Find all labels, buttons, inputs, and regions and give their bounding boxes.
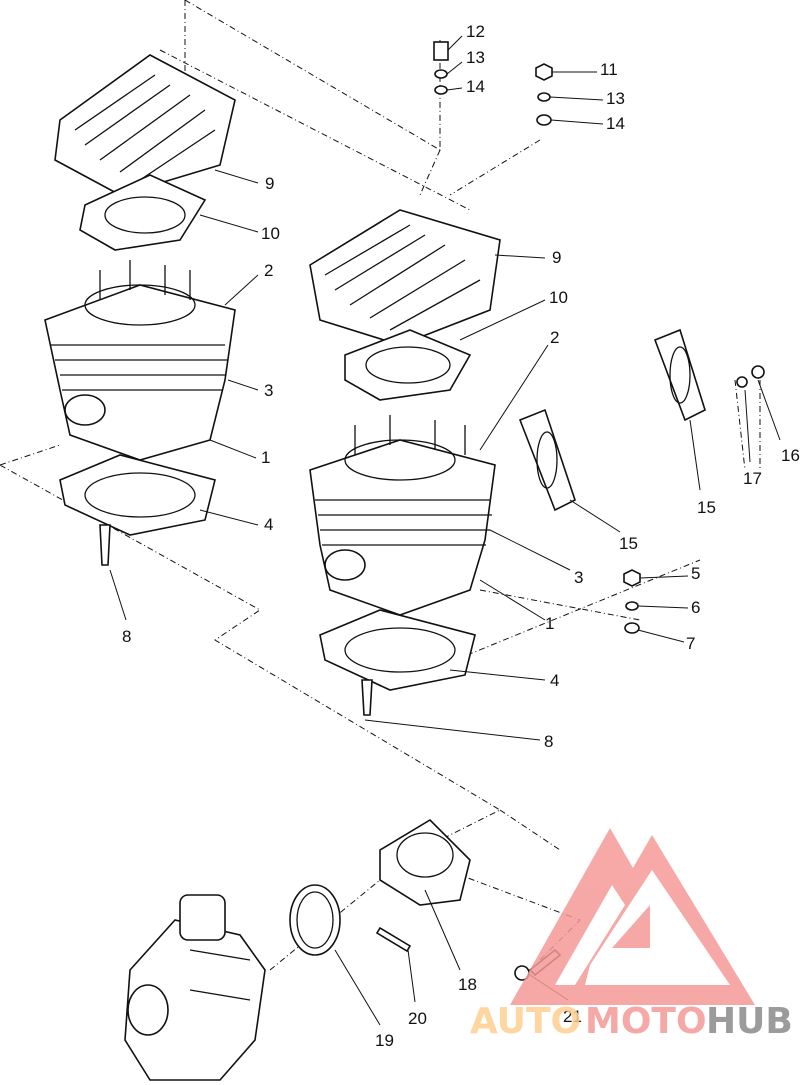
dowel-pin-left (99, 524, 111, 566)
callout-15: 15 (697, 498, 716, 517)
callout-3: 3 (264, 381, 273, 400)
base-gasket-right (319, 609, 476, 691)
callout-3: 3 (574, 568, 583, 587)
head-gasket-left (79, 174, 207, 251)
screw-20 (375, 926, 412, 953)
intake-manifold (379, 818, 471, 906)
cylinder-head-right (309, 209, 501, 346)
callout-2: 2 (550, 328, 559, 347)
callout-15: 15 (619, 534, 638, 553)
callout-10: 10 (261, 224, 280, 243)
callout-7: 7 (686, 634, 695, 653)
automotohub-watermark: AUTO MOTO HUB (470, 828, 793, 1042)
callout-21: 21 (563, 1007, 582, 1026)
base-gasket-left (59, 454, 216, 536)
callout-6: 6 (691, 598, 700, 617)
watermark-moto: MOTO (585, 1001, 707, 1042)
callout-8: 8 (122, 627, 131, 646)
callout-14: 14 (606, 114, 625, 133)
callout-5: 5 (691, 564, 700, 583)
dowel-pin-right (361, 679, 373, 716)
watermark-auto: AUTO (470, 1001, 581, 1042)
callout-9: 9 (552, 248, 561, 267)
callout-11: 11 (600, 60, 618, 79)
carburetor (124, 894, 266, 1081)
callout-13: 13 (606, 89, 625, 108)
callout-14: 14 (466, 77, 485, 96)
cylinder-right (309, 415, 496, 616)
callout-2: 2 (264, 261, 273, 280)
callout-9: 9 (265, 174, 274, 193)
callout-1: 1 (545, 614, 554, 633)
callout-labels: 12 13 14 11 13 14 9 10 9 2 10 2 3 1 16 1… (122, 22, 800, 1050)
callout-13: 13 (466, 48, 485, 67)
callout-20: 20 (408, 1009, 427, 1028)
callout-8: 8 (544, 732, 553, 751)
watermark-logo-icon (510, 828, 755, 1005)
head-gasket-right (344, 329, 472, 401)
leader-lines (109, 35, 781, 1026)
exhaust-gasket-1 (518, 408, 576, 512)
callout-18: 18 (458, 975, 477, 994)
callout-4: 4 (264, 515, 273, 534)
cylinder-head-left (54, 54, 236, 196)
watermark-hub: HUB (706, 1001, 793, 1042)
clamp-19 (289, 884, 341, 956)
callout-17: 17 (743, 469, 762, 488)
exhaust-gasket-2 (653, 328, 706, 422)
callout-12: 12 (466, 22, 485, 41)
callout-10: 10 (549, 288, 568, 307)
cylinder-left (44, 260, 236, 461)
callout-16: 16 (781, 446, 800, 465)
callout-19: 19 (375, 1031, 394, 1050)
callout-4: 4 (550, 671, 559, 690)
callout-1: 1 (261, 448, 270, 467)
